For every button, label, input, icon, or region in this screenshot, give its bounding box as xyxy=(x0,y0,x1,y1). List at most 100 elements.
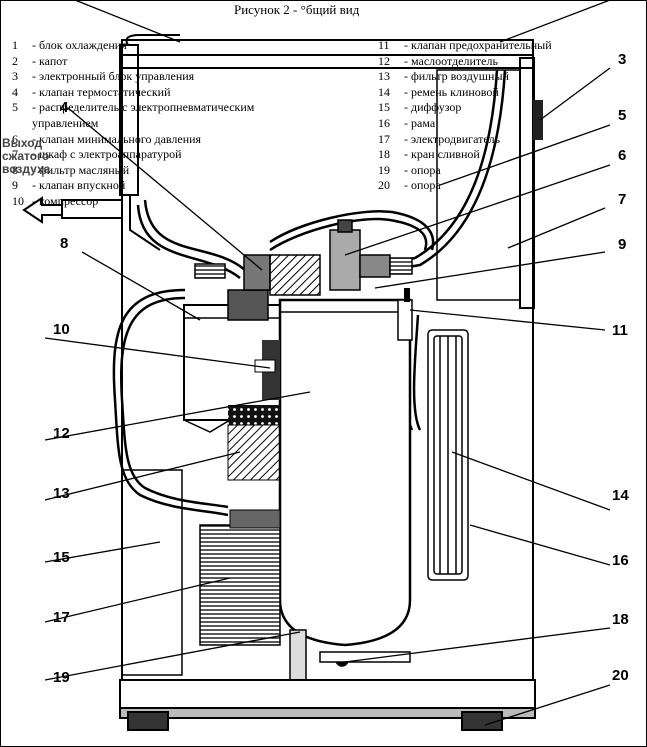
legend-text: - компрессор xyxy=(32,193,99,208)
outlet-label-line: воздуха xyxy=(2,162,51,176)
legend-item: 20 - опора xyxy=(378,178,552,194)
callout-9: 9 xyxy=(618,236,627,253)
legend-number: 5 xyxy=(12,100,18,115)
callout-3: 3 xyxy=(618,51,627,68)
legend-number: 4 xyxy=(12,84,18,99)
oil-separator xyxy=(278,288,413,647)
legend-text: - клапан впускной xyxy=(32,178,126,193)
legend-item-continuation: управлением xyxy=(12,116,254,132)
valve-assembly xyxy=(194,219,413,321)
outlet-label-line: Выход xyxy=(2,136,43,150)
base-frame xyxy=(119,679,536,731)
legend-text: - рама xyxy=(404,115,436,130)
legend-text: - электронный блок управления xyxy=(32,69,195,84)
callout-16: 16 xyxy=(612,552,629,569)
legend-item: 3 - электронный блок управления xyxy=(12,69,254,85)
callout-20: 20 xyxy=(612,667,629,684)
legend-item: 4 - клапан термостатический xyxy=(12,85,254,101)
legend-text: - шкаф с электроаппаратурой xyxy=(32,147,182,162)
callout-17: 17 xyxy=(53,609,70,626)
legend-number: 6 xyxy=(12,131,18,146)
legend-number: 1 xyxy=(12,38,18,52)
legend-number: 20 xyxy=(378,178,390,193)
legend-item: 15 - диффузор xyxy=(378,100,552,116)
legend-number: 8 xyxy=(12,162,18,177)
callout-15: 15 xyxy=(53,549,70,566)
figure-title: Рисунок 2 - °бщий вид xyxy=(234,2,360,17)
legend-text: - блок охлаждения xyxy=(32,38,127,52)
legend-text: - клапан термостатический xyxy=(32,84,171,99)
outlet-arrow xyxy=(22,196,123,224)
legend-number: 11 xyxy=(378,38,390,52)
callout-12: 12 xyxy=(53,425,70,442)
legend-right: 11 - клапан предохранительный 12 - маслоот… xyxy=(378,38,552,194)
legend-text: - распределитель с электропневматическим xyxy=(32,100,255,115)
legend-item: 5 - распределитель с электропневматически… xyxy=(12,100,254,116)
legend-text-continuation: управлением xyxy=(32,115,99,130)
legend-text: - диффузор xyxy=(404,100,462,115)
callout-7: 7 xyxy=(618,191,627,208)
legend-item: 8 - фильтр масляный xyxy=(12,163,254,179)
legend-text: - электродвигатель xyxy=(404,131,501,146)
legend-item: 18 - кран сливной xyxy=(378,147,552,163)
control-unit xyxy=(533,100,543,140)
callout-5: 5 xyxy=(618,107,627,124)
legend-text: - фильтр воздушный xyxy=(404,69,509,84)
legend-item: 11 - клапан предохранительный xyxy=(378,38,552,54)
legend-text: - маслоотделитель xyxy=(404,53,498,68)
electrical-cabinet xyxy=(436,69,521,301)
legend-number: 15 xyxy=(378,100,390,115)
legend-text: - кран сливной xyxy=(404,147,480,162)
callout-19: 19 xyxy=(53,669,70,686)
leader-lines xyxy=(44,0,611,726)
legend-item: 6 - клапан минимального давления xyxy=(12,132,254,148)
callout-13: 13 xyxy=(53,485,70,502)
legend-item: 2 - капот xyxy=(12,54,254,70)
legend-item: 7- шкаф с электроаппаратурой xyxy=(12,147,254,163)
legend-item: 19 - опора xyxy=(378,163,552,179)
legend-number: 13 xyxy=(378,69,390,84)
legend-number: 18 xyxy=(378,147,390,162)
legend-text: - клапан предохранительный xyxy=(404,38,552,52)
callout-14: 14 xyxy=(612,487,629,504)
legend-text: - капот xyxy=(32,53,68,68)
callout-6: 6 xyxy=(618,147,627,164)
legend-number: 16 xyxy=(378,115,390,130)
cooling-block xyxy=(119,34,180,251)
legend-number: 3 xyxy=(12,69,18,84)
legend-number: 14 xyxy=(378,84,390,99)
callout-4: 4 xyxy=(60,99,69,116)
legend-number: 17 xyxy=(378,131,390,146)
outlet-label: Выход сжатого воздуха xyxy=(2,137,50,176)
callout-10: 10 xyxy=(53,321,70,338)
callout-18: 18 xyxy=(612,611,629,628)
callout-8: 8 xyxy=(60,235,69,252)
outlet-label-line: сжатого xyxy=(2,149,50,163)
legend-item: 17 - электродвигатель xyxy=(378,132,552,148)
belt-pulley xyxy=(427,329,469,581)
legend-text: - опора xyxy=(404,178,441,193)
legend-text: - фильтр масляный xyxy=(32,162,130,177)
air-filter xyxy=(227,405,281,481)
legend-text: - ремень клиновой xyxy=(404,84,499,99)
legend-item: 10 - компрессор xyxy=(12,194,254,210)
legend-text: - клапан минимального давления xyxy=(32,131,202,146)
legend-item: 16 - рама xyxy=(378,116,552,132)
legend-item: 12 - маслоотделитель xyxy=(378,54,552,70)
legend-number: 2 xyxy=(12,53,18,68)
legend-left: 1 - блок охлаждения 2 - капот 3 - электронн… xyxy=(12,38,254,210)
compressor xyxy=(254,340,280,400)
legend-text: - опора xyxy=(404,162,441,177)
electric-motor xyxy=(199,509,281,646)
callout-11: 11 xyxy=(612,322,628,339)
legend-item: 14 - ремень клиновой xyxy=(378,85,552,101)
legend-number: 12 xyxy=(378,53,390,68)
legend-number: 10 xyxy=(12,193,24,208)
legend-item: 9 - клапан впускной xyxy=(12,178,254,194)
diffuser xyxy=(121,469,183,676)
legend-number: 19 xyxy=(378,162,390,177)
legend-item: 1 - блок охлаждения xyxy=(12,38,254,54)
legend-item: 13 - фильтр воздушный xyxy=(378,69,552,85)
legend-number: 9 xyxy=(12,178,18,193)
